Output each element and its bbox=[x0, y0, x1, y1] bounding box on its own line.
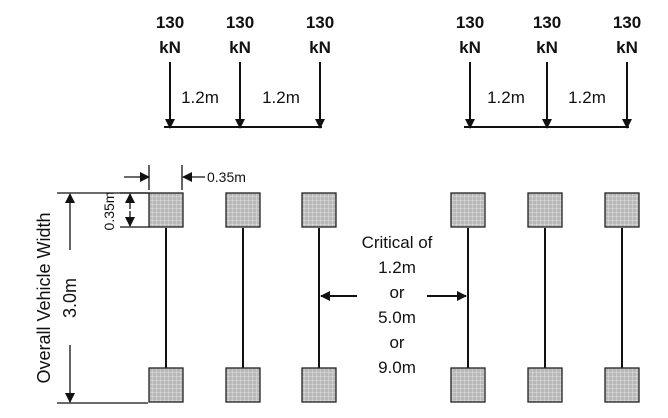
wheel-top bbox=[450, 192, 486, 228]
wheel-top bbox=[527, 192, 563, 228]
vehicle-width-value: 3.0m bbox=[60, 278, 80, 318]
wheel-width-dimension: 0.35m bbox=[124, 165, 246, 190]
wheel-bottom bbox=[148, 367, 184, 403]
critical-line-2: 1.2m bbox=[378, 258, 416, 277]
wheel-bottom bbox=[301, 367, 337, 403]
wheel-top bbox=[604, 192, 640, 228]
axle-l1 bbox=[148, 192, 184, 403]
axle-r3 bbox=[604, 192, 640, 403]
load-unit-l3: kN bbox=[309, 38, 331, 57]
critical-line-1: Critical of bbox=[362, 233, 433, 252]
wheel-top bbox=[225, 192, 261, 228]
right-load-group: 130 kN 130 kN 130 kN 1.2m 1.2m bbox=[456, 13, 641, 129]
wheel-length-label: 0.35m bbox=[101, 192, 117, 231]
axle-spacing-r1: 1.2m bbox=[487, 88, 525, 107]
load-value-r1: 130 bbox=[456, 13, 484, 32]
load-unit-l1: kN bbox=[159, 38, 181, 57]
axle-r2 bbox=[527, 192, 563, 403]
load-unit-r1: kN bbox=[459, 38, 481, 57]
critical-line-4: 5.0m bbox=[378, 308, 416, 327]
load-value-r2: 130 bbox=[533, 13, 561, 32]
axle-r1 bbox=[450, 192, 486, 403]
wheel-width-label: 0.35m bbox=[207, 169, 246, 185]
axle-l2 bbox=[225, 192, 261, 403]
load-unit-l2: kN bbox=[229, 38, 251, 57]
load-value-r3: 130 bbox=[613, 13, 641, 32]
load-unit-r2: kN bbox=[536, 38, 558, 57]
critical-spacing-annotation: Critical of 1.2m or 5.0m or 9.0m bbox=[320, 233, 467, 377]
left-load-group: 130 kN 130 kN 130 kN 1.2m 1.2m bbox=[156, 13, 334, 129]
wheel-top bbox=[301, 192, 337, 228]
wheel-bottom bbox=[604, 367, 640, 403]
load-value-l1: 130 bbox=[156, 13, 184, 32]
load-value-l3: 130 bbox=[306, 13, 334, 32]
wheel-top bbox=[148, 192, 184, 228]
load-unit-r3: kN bbox=[616, 38, 638, 57]
vehicle-width-dimension: Overall Vehicle Width 3.0m bbox=[34, 192, 148, 404]
critical-line-6: 9.0m bbox=[378, 358, 416, 377]
load-value-l2: 130 bbox=[226, 13, 254, 32]
wheel-bottom bbox=[450, 367, 486, 403]
axle-spacing-l2: 1.2m bbox=[262, 88, 300, 107]
vehicle-width-label: Overall Vehicle Width bbox=[34, 212, 54, 383]
axle-spacing-r2: 1.2m bbox=[568, 88, 606, 107]
axle-l3 bbox=[301, 192, 337, 403]
wheel-bottom bbox=[527, 367, 563, 403]
critical-line-5: or bbox=[389, 333, 404, 352]
wheel-length-dimension: 0.35m bbox=[101, 192, 150, 231]
wheel-bottom bbox=[225, 367, 261, 403]
critical-line-3: or bbox=[389, 283, 404, 302]
axle-spacing-l1: 1.2m bbox=[181, 88, 219, 107]
